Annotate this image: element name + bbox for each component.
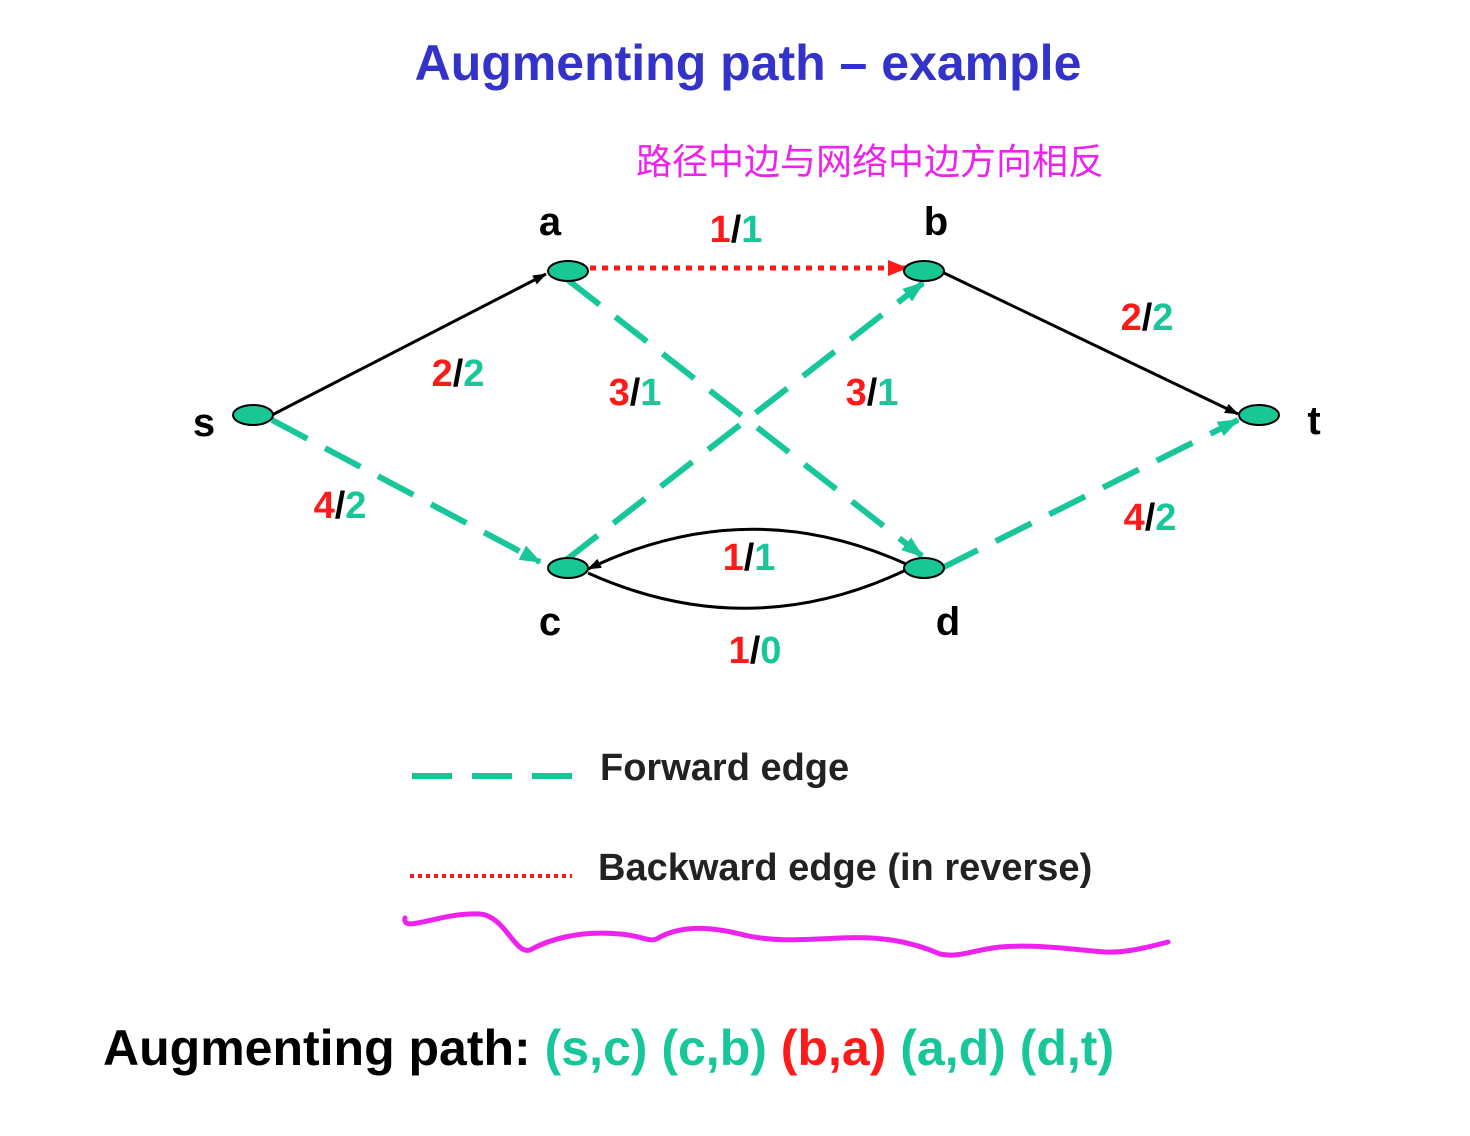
edge-label-b-t: 2/2 [1121,297,1174,339]
edge-label-s-c: 4/2 [314,485,367,527]
path-step: (d,t) [1020,1020,1114,1076]
flow: 2 [1155,497,1176,539]
node-c [547,557,589,579]
legend-backward-label: Backward edge (in reverse) [598,847,1092,889]
edges-layer [270,260,1240,610]
nodes-layer [232,260,1280,579]
edge-label-c-b: 3/1 [846,372,899,414]
edge-c-b [564,280,925,563]
augmenting-path: Augmenting path: (s,c) (c,b) (b,a) (a,d)… [103,1020,1114,1076]
path-step: (b,a) [781,1020,887,1076]
flow: 1 [640,372,661,414]
node-label-b: b [924,200,948,244]
edge-labels: 2/2 4/2 1/1 3/1 3/1 2/2 4/2 1/1 1/0 [314,209,1177,672]
edge-b-t [941,270,1239,416]
capacity: 3 [846,372,867,414]
edge-label-a-b: 1/1 [710,209,763,251]
capacity: 1 [729,630,750,672]
edge-a-d [566,277,924,559]
edge-d-c [587,527,907,571]
edge-d-t [940,417,1240,571]
node-s [232,404,274,426]
flow: 1 [754,537,775,579]
flow: 2 [463,353,484,395]
capacity: 1 [710,209,731,251]
handwritten-underline [402,911,1171,958]
node-label-t: t [1307,399,1320,443]
flow: 1 [877,372,898,414]
path-step: (a,d) [900,1020,1006,1076]
capacity: 4 [1124,497,1145,539]
capacity: 2 [1121,297,1142,339]
capacity: 1 [723,537,744,579]
node-t [1238,404,1280,426]
legend: Forward edge Backward edge (in reverse) [410,747,1092,889]
flow: 2 [1152,297,1173,339]
node-label-c: c [539,600,561,644]
node-label-a: a [539,200,562,244]
node-b [903,260,945,282]
path-step: (s,c) [545,1020,648,1076]
edge-s-c [270,417,542,565]
path-step: (c,b) [661,1020,767,1076]
edge-label-d-c: 1/1 [723,537,776,579]
node-label-d: d [936,600,960,644]
edge-s-a [271,272,547,417]
flow: 2 [345,485,366,527]
edge-label-d-t: 4/2 [1124,497,1177,539]
edge-c-d [587,568,907,610]
node-labels: s a b c d t [193,200,1321,644]
legend-forward-label: Forward edge [600,747,849,789]
annotation-note: 路径中边与网络中边方向相反 [636,141,1104,182]
capacity: 3 [609,372,630,414]
edge-label-c-d: 1/0 [729,630,782,672]
augmenting-path-label: Augmenting path: [103,1020,531,1076]
edge-label-a-d: 3/1 [609,372,662,414]
node-label-s: s [193,401,215,445]
node-d [903,557,945,579]
capacity: 2 [432,353,453,395]
edge-label-s-a: 2/2 [432,353,485,395]
capacity: 4 [314,485,335,527]
page-title: Augmenting path – example [415,35,1082,91]
flow: 1 [741,209,762,251]
node-a [547,260,589,282]
flow: 0 [760,630,781,672]
